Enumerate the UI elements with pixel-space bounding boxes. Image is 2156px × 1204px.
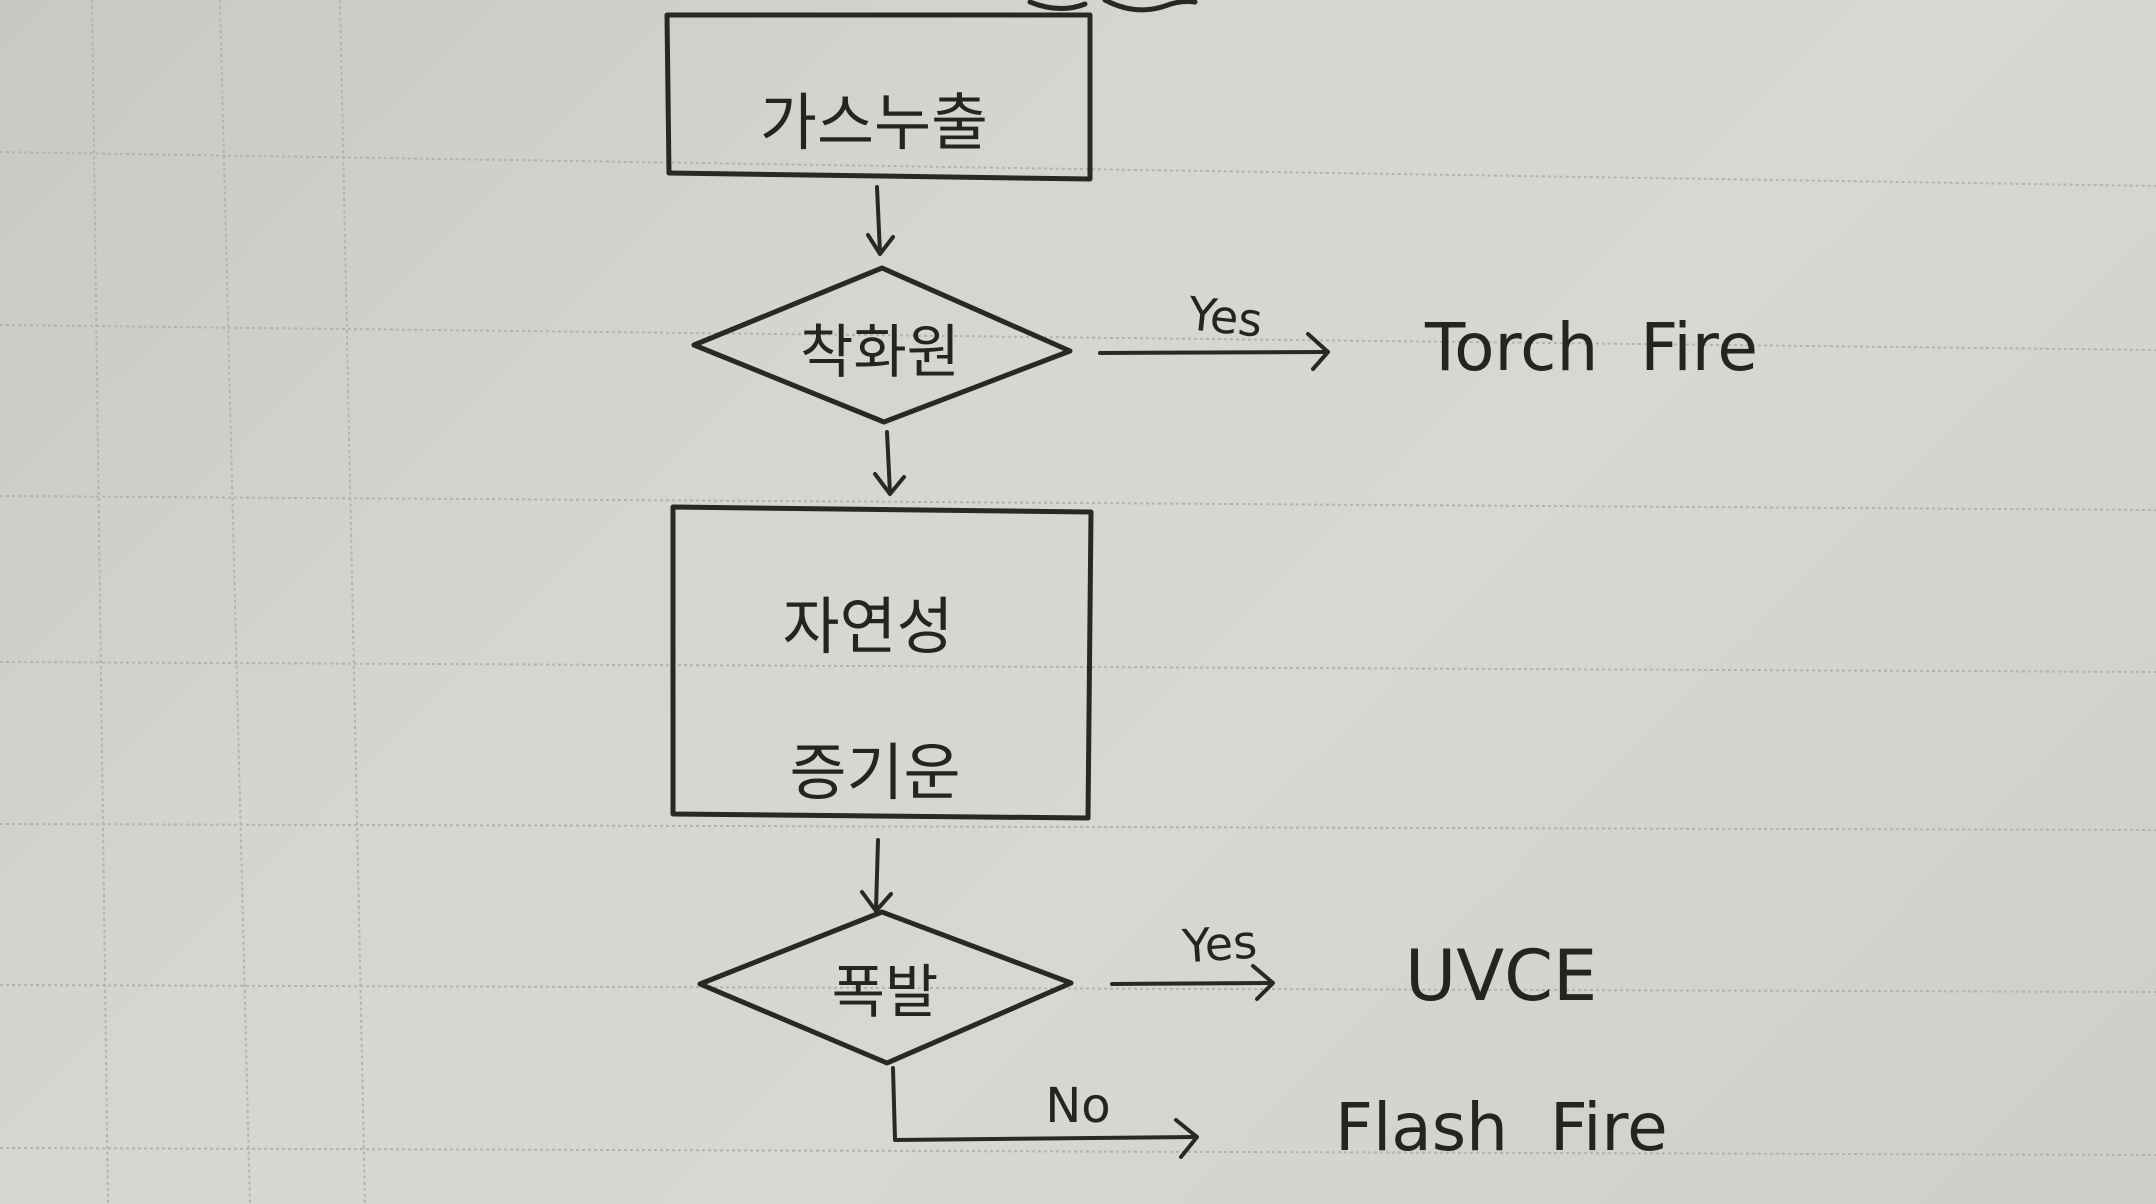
outcome-uvce: UVCE: [1405, 935, 1597, 1017]
explosion-yes-label: Yes: [1180, 914, 1259, 973]
ignition-diamond: [691, 265, 1073, 425]
dispersion-label-line1: 자연성: [782, 590, 953, 663]
outcome-torch-fire: Torch Fire: [1424, 309, 1758, 386]
arrow-gasleak-to-ignition: [866, 185, 895, 256]
explosion-label: 폭발: [832, 958, 939, 1026]
ignition-label: 착화원: [800, 318, 960, 386]
node-explosion-decision: 폭발: [697, 909, 1074, 1066]
node-dispersion: 자연성 증기운: [670, 504, 1094, 821]
dispersion-box: [670, 504, 1094, 821]
ignition-yes-label: Yes: [1185, 286, 1265, 348]
explosion-no-label: No: [1045, 1078, 1110, 1134]
node-ignition-decision: 착화원: [691, 265, 1073, 425]
explosion-diamond: [697, 909, 1074, 1066]
edge-explosion-yes: Yes: [1110, 914, 1275, 1001]
outcome-flash-fire: Flash Fire: [1335, 1089, 1668, 1166]
dispersion-label-line2: 증기운: [789, 736, 960, 809]
node-gas-leak: 가스누출: [664, 12, 1093, 182]
gas-leak-box: [664, 12, 1093, 182]
arrow-ignition-to-dispersion: [873, 430, 906, 496]
edge-ignition-yes: Yes: [1098, 286, 1330, 371]
edge-explosion-no: No: [891, 1066, 1199, 1159]
gas-leak-label: 가스누출: [760, 86, 988, 159]
arrow-dispersion-to-explosion: [860, 838, 893, 913]
cropped-top-scribble: [1027, 0, 1198, 13]
